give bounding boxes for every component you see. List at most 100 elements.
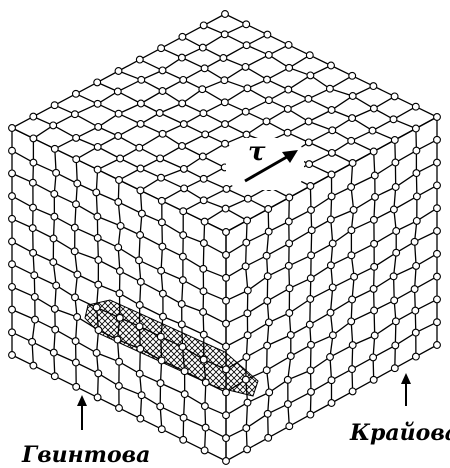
lattice-atom [392, 184, 399, 191]
lattice-atom [9, 193, 16, 200]
lattice-atom [371, 172, 378, 179]
lattice-atom [94, 213, 101, 220]
lattice-atom [200, 288, 207, 295]
lattice-atom [202, 131, 209, 138]
lattice-atom [222, 11, 229, 18]
lattice-atom [244, 287, 251, 294]
lattice-atom [413, 263, 420, 270]
lattice-atom [181, 368, 188, 375]
lattice-atom [136, 323, 143, 330]
lattice-atom [9, 147, 16, 154]
lattice-atom [138, 76, 145, 83]
lattice-atom [158, 174, 165, 181]
lattice-atom [287, 332, 294, 339]
lattice-atom [93, 189, 100, 196]
lattice-atom [393, 318, 400, 325]
lattice-atom [434, 250, 441, 257]
lattice-atom [200, 331, 207, 338]
lattice-atom [328, 193, 335, 200]
lattice-atom [349, 388, 356, 395]
lattice-atom [223, 186, 230, 193]
lattice-atom [159, 67, 166, 74]
lattice-atom [350, 207, 357, 214]
lattice-atom [223, 297, 230, 304]
lattice-atom [308, 389, 315, 396]
lattice-atom [180, 414, 187, 421]
lattice-atom [51, 213, 58, 220]
lattice-atom [9, 306, 16, 313]
lattice-atom [116, 383, 123, 390]
lattice-atom [9, 238, 16, 245]
lattice-atom [50, 349, 57, 356]
lattice-atom [349, 342, 356, 349]
lattice-atom [199, 44, 206, 51]
lattice-atom [371, 105, 378, 112]
lattice-atom [434, 273, 441, 280]
lattice-atom [200, 356, 207, 363]
lattice-atom [307, 367, 314, 374]
lattice-atom [30, 204, 37, 211]
lattice-atom [371, 332, 378, 339]
lattice-atom [370, 148, 377, 155]
lattice-atom [50, 235, 57, 242]
lattice-atom [308, 207, 315, 214]
lattice-atom [73, 383, 80, 390]
lattice-atom [221, 31, 228, 38]
lattice-atom [349, 296, 356, 303]
lattice-atom [285, 86, 292, 93]
lattice-atom [284, 376, 291, 383]
lattice-atom [413, 125, 420, 132]
lattice-atom [223, 274, 230, 281]
lattice-atom [72, 294, 79, 301]
lattice-atom [223, 458, 230, 465]
lattice-atom [244, 332, 251, 339]
lattice-nodes [9, 11, 441, 465]
lattice-atom [200, 175, 207, 182]
lattice-atom [286, 423, 293, 430]
lattice-atom [199, 153, 206, 160]
lattice-atom [391, 137, 398, 144]
lattice-atom [349, 115, 356, 122]
lattice-atom [136, 370, 143, 377]
lattice-atom [179, 143, 186, 150]
lattice-atom [223, 320, 230, 327]
lattice-atom [158, 357, 165, 364]
lattice-atom [434, 319, 441, 326]
lattice-atom [243, 354, 250, 361]
lattice-atom [329, 150, 336, 157]
lattice-atom [434, 136, 441, 143]
lattice-atom [369, 127, 376, 134]
lattice-atom [307, 296, 314, 303]
lattice-atom [327, 85, 334, 92]
lattice-atom [95, 281, 102, 288]
lattice-atom [115, 244, 122, 251]
lattice-atom [307, 72, 314, 79]
lattice-atom [180, 232, 187, 239]
lattice-atom [390, 273, 397, 280]
lattice-atom [413, 147, 420, 154]
lattice-atom [115, 133, 122, 140]
lattice-atom [328, 377, 335, 384]
lattice-atom [434, 159, 441, 166]
lattice-atom [266, 319, 273, 326]
lattice-atom [114, 336, 121, 343]
lattice-atom [116, 405, 123, 412]
lattice-atom [328, 400, 335, 407]
lattice-atom [305, 95, 312, 102]
lattice-atom [221, 77, 228, 84]
lattice-atom [285, 401, 292, 408]
lattice-atom [266, 389, 273, 396]
lattice-atom [158, 426, 165, 433]
lattice-atom [137, 345, 144, 352]
lattice-atom [414, 193, 421, 200]
lattice-atom [222, 205, 229, 212]
lattice-atom [201, 447, 208, 454]
lattice-atom [157, 333, 164, 340]
lattice-atom [73, 201, 80, 208]
lattice-atom [242, 263, 249, 270]
lattice-atom [94, 235, 101, 242]
lattice-atom [114, 88, 121, 95]
lattice-atom [71, 248, 78, 255]
lattice-atom [139, 210, 146, 217]
lattice-atom [348, 137, 355, 144]
